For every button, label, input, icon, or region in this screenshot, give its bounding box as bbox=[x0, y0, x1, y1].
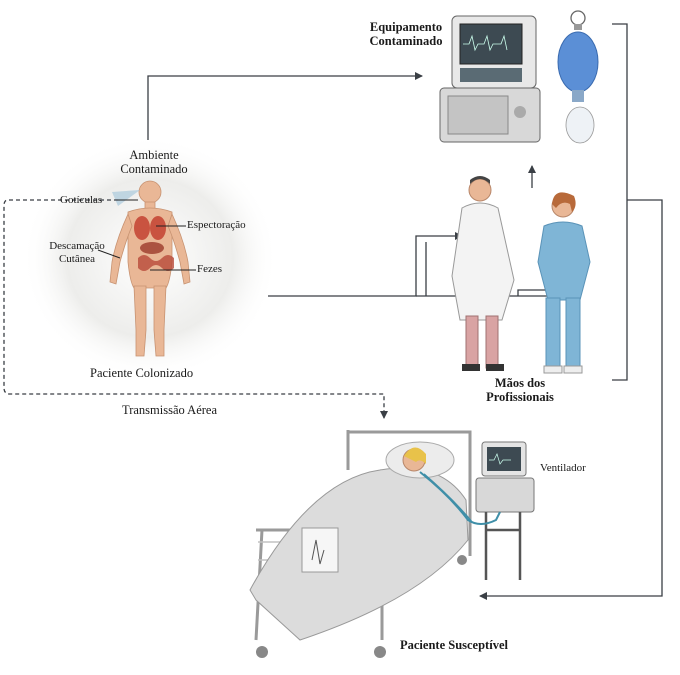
equipment-label-line2: Contaminado bbox=[369, 34, 443, 49]
organs-icon bbox=[134, 216, 174, 271]
bracket-right bbox=[612, 23, 628, 381]
airborne-transmission-path bbox=[3, 199, 388, 419]
environment-label: Ambiente Contaminado bbox=[108, 148, 200, 177]
hospital-bed bbox=[249, 430, 472, 658]
droplets-icon bbox=[112, 190, 140, 206]
arrow-ambiente-to-equipment bbox=[147, 72, 423, 140]
droplets-label: Gotículas bbox=[60, 194, 103, 206]
equipment-label: Equipamento Contaminado bbox=[348, 20, 464, 49]
hands-label: Mãos dos Profissionais bbox=[468, 376, 572, 405]
ventilator-icon bbox=[419, 441, 535, 580]
environment-label-line2: Contaminado bbox=[120, 162, 188, 177]
arrow-to-susceptible bbox=[479, 199, 663, 600]
feces-label: Fezes bbox=[197, 263, 223, 275]
skin-shedding-line2: Cutânea bbox=[58, 252, 96, 265]
arrow-patient-to-hands bbox=[268, 232, 463, 297]
susceptible-patient-label: Paciente Susceptível bbox=[400, 638, 508, 652]
sputum-label: Espectoração bbox=[187, 219, 246, 231]
monitor-icon bbox=[439, 15, 541, 143]
ventilator-label: Ventilador bbox=[540, 462, 586, 474]
doctor-figure bbox=[451, 176, 515, 371]
ambu-bag-icon bbox=[557, 10, 599, 144]
hands-label-line1: Mãos dos bbox=[494, 376, 546, 390]
equipment-label-line1: Equipamento bbox=[369, 20, 443, 34]
descamacao-leader bbox=[97, 249, 121, 259]
skin-shedding-label: Descamação Cutânea bbox=[40, 240, 114, 265]
environment-label-line1: Ambiente bbox=[129, 148, 179, 162]
nurse-figure bbox=[537, 192, 591, 374]
airborne-transmission-label: Transmissão Aérea bbox=[122, 403, 218, 417]
colonized-patient-label: Paciente Colonizado bbox=[90, 366, 194, 380]
hands-label-line2: Profissionais bbox=[486, 390, 554, 405]
skin-shedding-line1: Descamação bbox=[49, 240, 105, 252]
